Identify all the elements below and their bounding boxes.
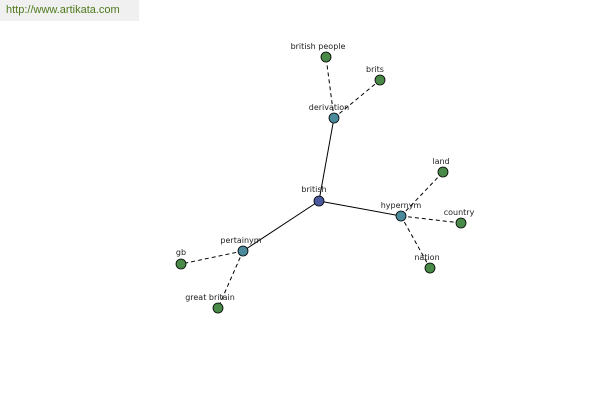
node-label-land: land (432, 157, 449, 166)
node-label-derivation: derivation (309, 103, 349, 112)
node-label-british-people: british people (291, 42, 346, 51)
node-label-country: country (444, 208, 475, 217)
nodes-layer (175, 51, 467, 314)
edge-hypernym-land (400, 171, 444, 217)
node-hypernym[interactable] (395, 210, 407, 222)
node-land[interactable] (437, 166, 449, 178)
labels-layer: british derivation hypernym pertainym britis… (176, 42, 475, 302)
node-brits[interactable] (374, 74, 386, 86)
edge-pertainym-great_britain (217, 250, 244, 309)
edge-hypernym-nation (400, 215, 431, 269)
node-label-pertainym: pertainym (220, 236, 261, 245)
edges-layer (180, 56, 462, 309)
node-label-hypernym: hypernym (381, 201, 422, 210)
node-nation[interactable] (424, 262, 436, 274)
site-url-link[interactable]: http://www.artikata.com (0, 0, 139, 21)
node-british-people[interactable] (320, 51, 332, 63)
edge-british-pertainym (242, 200, 320, 252)
node-pertainym[interactable] (237, 245, 249, 257)
node-derivation[interactable] (328, 112, 340, 124)
node-country[interactable] (455, 217, 467, 229)
edge-british-derivation (318, 117, 335, 202)
node-label-brits: brits (366, 65, 384, 74)
edge-pertainym-gb (180, 250, 244, 265)
node-british[interactable] (313, 195, 325, 207)
edge-derivation-brits (333, 79, 381, 119)
node-label-british: british (301, 185, 326, 194)
edge-hypernym-country (400, 215, 462, 224)
node-great-britain[interactable] (212, 302, 224, 314)
node-label-gb: gb (176, 248, 186, 257)
edge-british-hypernym (318, 200, 402, 217)
node-gb[interactable] (175, 258, 187, 270)
edge-derivation-british_people (325, 56, 335, 119)
node-label-nation: nation (414, 253, 439, 262)
node-label-great-britain: great britain (185, 293, 235, 302)
